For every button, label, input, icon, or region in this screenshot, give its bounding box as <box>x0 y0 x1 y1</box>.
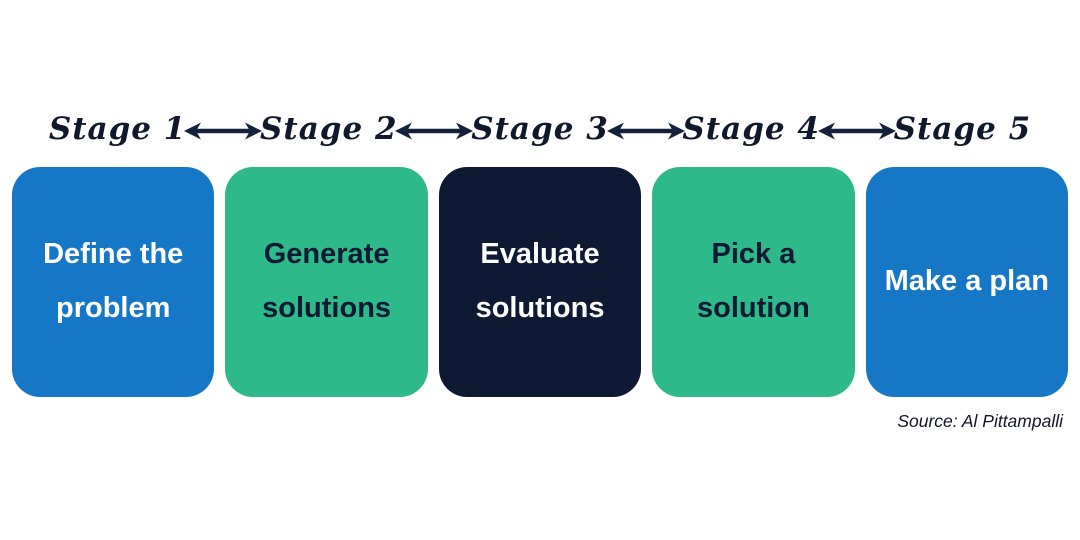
stage-2-label-cell: Stage 2 <box>223 103 434 155</box>
stage-box-title: Make a plan <box>884 265 1050 298</box>
stage-boxes-row: Define the problem Generate solutions Ev… <box>12 167 1069 397</box>
double-arrow-icon <box>817 122 896 140</box>
stage-4-label-cell: Stage 4 <box>646 103 857 155</box>
stage-box-make-a-plan: Make a plan <box>865 167 1069 397</box>
stage-box-define-the-problem: Define the problem <box>12 167 215 397</box>
stage-3-label-cell: Stage 3 <box>434 103 645 155</box>
double-arrow-icon <box>184 122 263 140</box>
stage-label-row: Stage 1 Stage 2 Stage 3 Stage 4 Stage 5 <box>12 103 1068 155</box>
stage-2-label: Stage 2 <box>260 111 398 147</box>
stage-3-label: Stage 3 <box>471 111 609 147</box>
stage-1-label-cell: Stage 1 <box>12 103 223 155</box>
stage-box-evaluate-solutions: Evaluate solutions <box>438 167 642 397</box>
stage-box-title: Generate solutions <box>262 238 392 324</box>
double-arrow-icon <box>606 122 685 140</box>
stage-5-label: Stage 5 <box>893 111 1032 147</box>
double-arrow-icon <box>395 122 474 140</box>
stage-box-title: Define the problem <box>43 238 184 324</box>
stage-5-label-cell: Stage 5 <box>857 103 1068 155</box>
stage-box-generate-solutions: Generate solutions <box>225 167 428 397</box>
source-attribution: Source: Al Pittampalli <box>897 411 1063 431</box>
stage-1-label: Stage 1 <box>48 111 187 147</box>
stage-box-pick-a-solution: Pick a solution <box>652 167 855 397</box>
stage-box-title: Pick a solution <box>697 238 810 324</box>
stage-box-title: Evaluate solutions <box>475 238 605 324</box>
stage-4-label: Stage 4 <box>682 111 820 147</box>
